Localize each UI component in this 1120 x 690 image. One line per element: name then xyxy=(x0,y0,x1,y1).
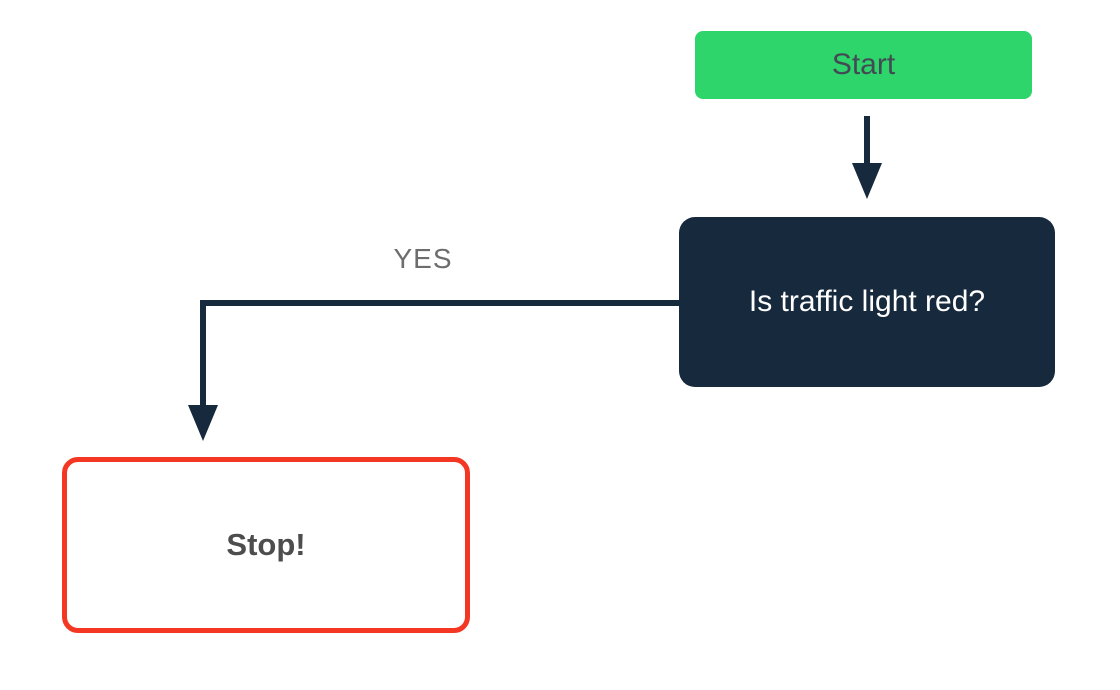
node-start-label: Start xyxy=(831,48,896,81)
node-stop-label: Stop! xyxy=(226,527,306,562)
arrow-down-icon xyxy=(852,163,882,199)
edge-decision-to-stop xyxy=(188,300,679,441)
node-start: Start xyxy=(695,31,1032,99)
edge-label-yes: YES xyxy=(393,243,453,274)
node-stop: Stop! xyxy=(62,457,470,633)
node-decision: Is traffic light red? xyxy=(679,217,1055,387)
node-decision-label: Is traffic light red? xyxy=(748,285,986,318)
arrow-down-icon xyxy=(188,405,218,441)
edge-decision-to-stop-shaft xyxy=(200,300,679,407)
edge-start-to-decision xyxy=(852,116,882,199)
